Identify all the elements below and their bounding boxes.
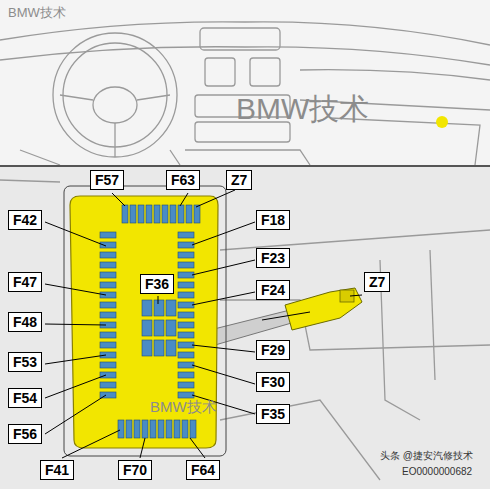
callout-number: F48: [8, 312, 42, 332]
watermark: BMW技术: [236, 92, 369, 127]
watermark: BMW技术: [150, 398, 217, 415]
image-code: EO0000000682: [400, 466, 474, 478]
callout-number: F47: [8, 272, 42, 292]
callout-number: F63: [166, 170, 200, 190]
source-note: 头条 @捷安汽修技术: [378, 450, 475, 462]
callout-number: F42: [8, 210, 42, 230]
callout-number: F36: [140, 274, 174, 294]
callout-number: F41: [40, 460, 74, 480]
callout-number: F54: [8, 388, 42, 408]
callout-number: F35: [256, 404, 290, 424]
callout-number: F30: [256, 372, 290, 392]
watermark: BMW技术: [8, 6, 66, 21]
callout-number: Z7: [226, 170, 252, 190]
callout-number: F53: [8, 352, 42, 372]
callout-number: F57: [90, 170, 124, 190]
callout-number: F29: [256, 340, 290, 360]
callout-number: F18: [256, 210, 290, 230]
callout-number: F56: [8, 424, 42, 444]
callout-number: F23: [256, 248, 290, 268]
callout-number: F70: [118, 460, 152, 480]
callout-number: F24: [256, 280, 290, 300]
callout-number: Z7: [364, 272, 390, 292]
callout-number: F64: [186, 460, 220, 480]
